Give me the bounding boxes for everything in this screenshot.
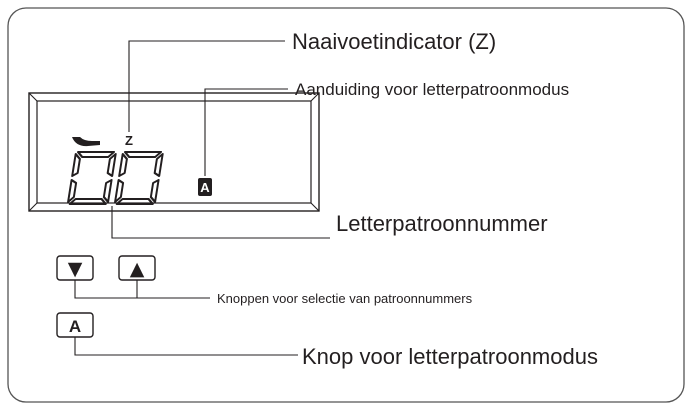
- label-presser-foot-indicator: Naaivoetindicator (Z): [292, 29, 496, 54]
- letter-mode-button-label: A: [69, 317, 81, 336]
- triangle-down-icon: ▼: [68, 258, 83, 280]
- leader-selection-buttons: [74, 280, 210, 299]
- digit-ones: [114, 151, 164, 205]
- up-button[interactable]: ▲: [118, 255, 156, 281]
- leader-presser-foot: [128, 40, 285, 132]
- label-pattern-number: Letterpatroonnummer: [336, 211, 548, 236]
- triangle-up-icon: ▲: [130, 258, 145, 280]
- label-letter-mode-indicator: Aanduiding voor letterpatroonmodus: [295, 80, 569, 99]
- label-selection-buttons: Knoppen voor selectie van patroonnummers: [217, 291, 473, 306]
- down-button[interactable]: ▼: [56, 255, 94, 281]
- letter-mode-badge-letter: A: [200, 180, 210, 195]
- letter-mode-button[interactable]: A: [56, 312, 94, 338]
- pattern-number-digits: [67, 151, 164, 205]
- label-letter-mode-button: Knop voor letterpatroonmodus: [302, 344, 598, 369]
- presser-foot-icon: [72, 137, 100, 147]
- digit-tens: [67, 151, 117, 205]
- letter-mode-badge: A: [198, 178, 212, 196]
- leader-letter-mode-indicator: [204, 88, 288, 176]
- leader-lines: [74, 40, 330, 356]
- leader-letter-mode-button: [74, 337, 298, 356]
- leader-pattern-number: [111, 206, 330, 239]
- presser-foot-code: Z: [125, 133, 133, 148]
- outer-frame: [7, 7, 685, 403]
- lcd-panel: [28, 92, 320, 212]
